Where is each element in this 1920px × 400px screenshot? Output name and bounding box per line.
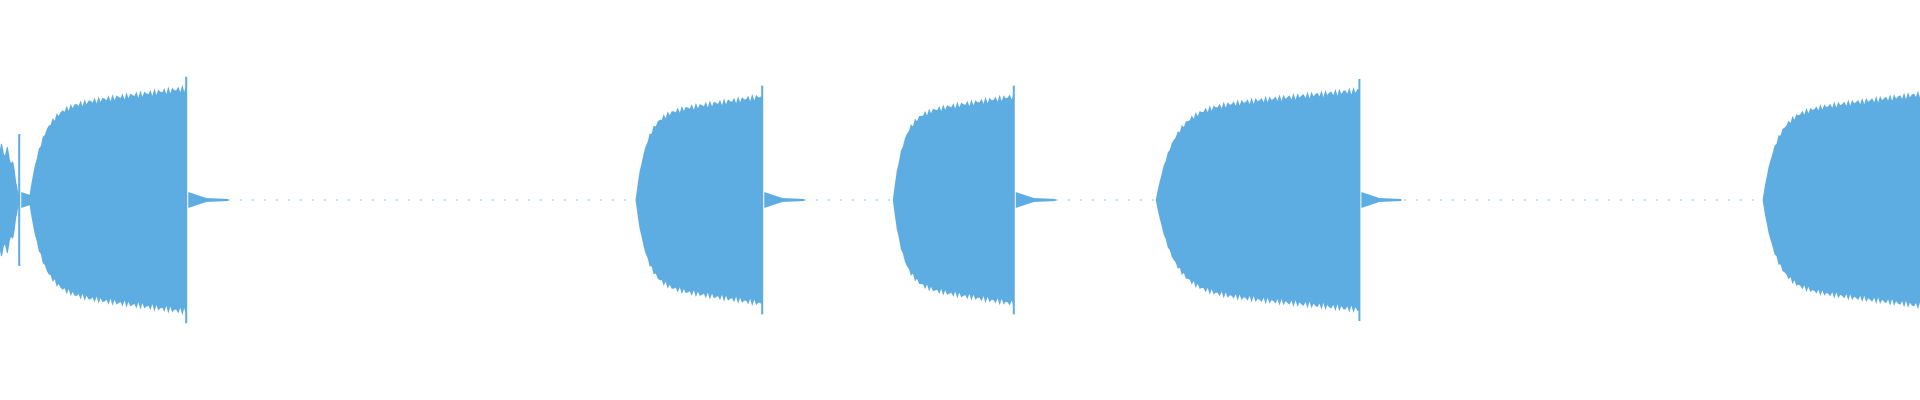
sound-burst-1 xyxy=(0,143,20,257)
sound-burst-4-decay xyxy=(1015,192,1056,208)
sound-burst-4 xyxy=(892,92,1014,308)
sound-burst-3 xyxy=(635,93,763,307)
sound-burst-6 xyxy=(1762,90,1920,310)
sound-burst-5 xyxy=(1155,87,1360,313)
sound-burst-2-decay xyxy=(188,192,229,208)
waveform-bursts xyxy=(0,76,1920,324)
sound-burst-2 xyxy=(28,84,187,316)
sound-burst-3-decay xyxy=(764,192,805,208)
sound-burst-5-decay xyxy=(1361,192,1402,208)
